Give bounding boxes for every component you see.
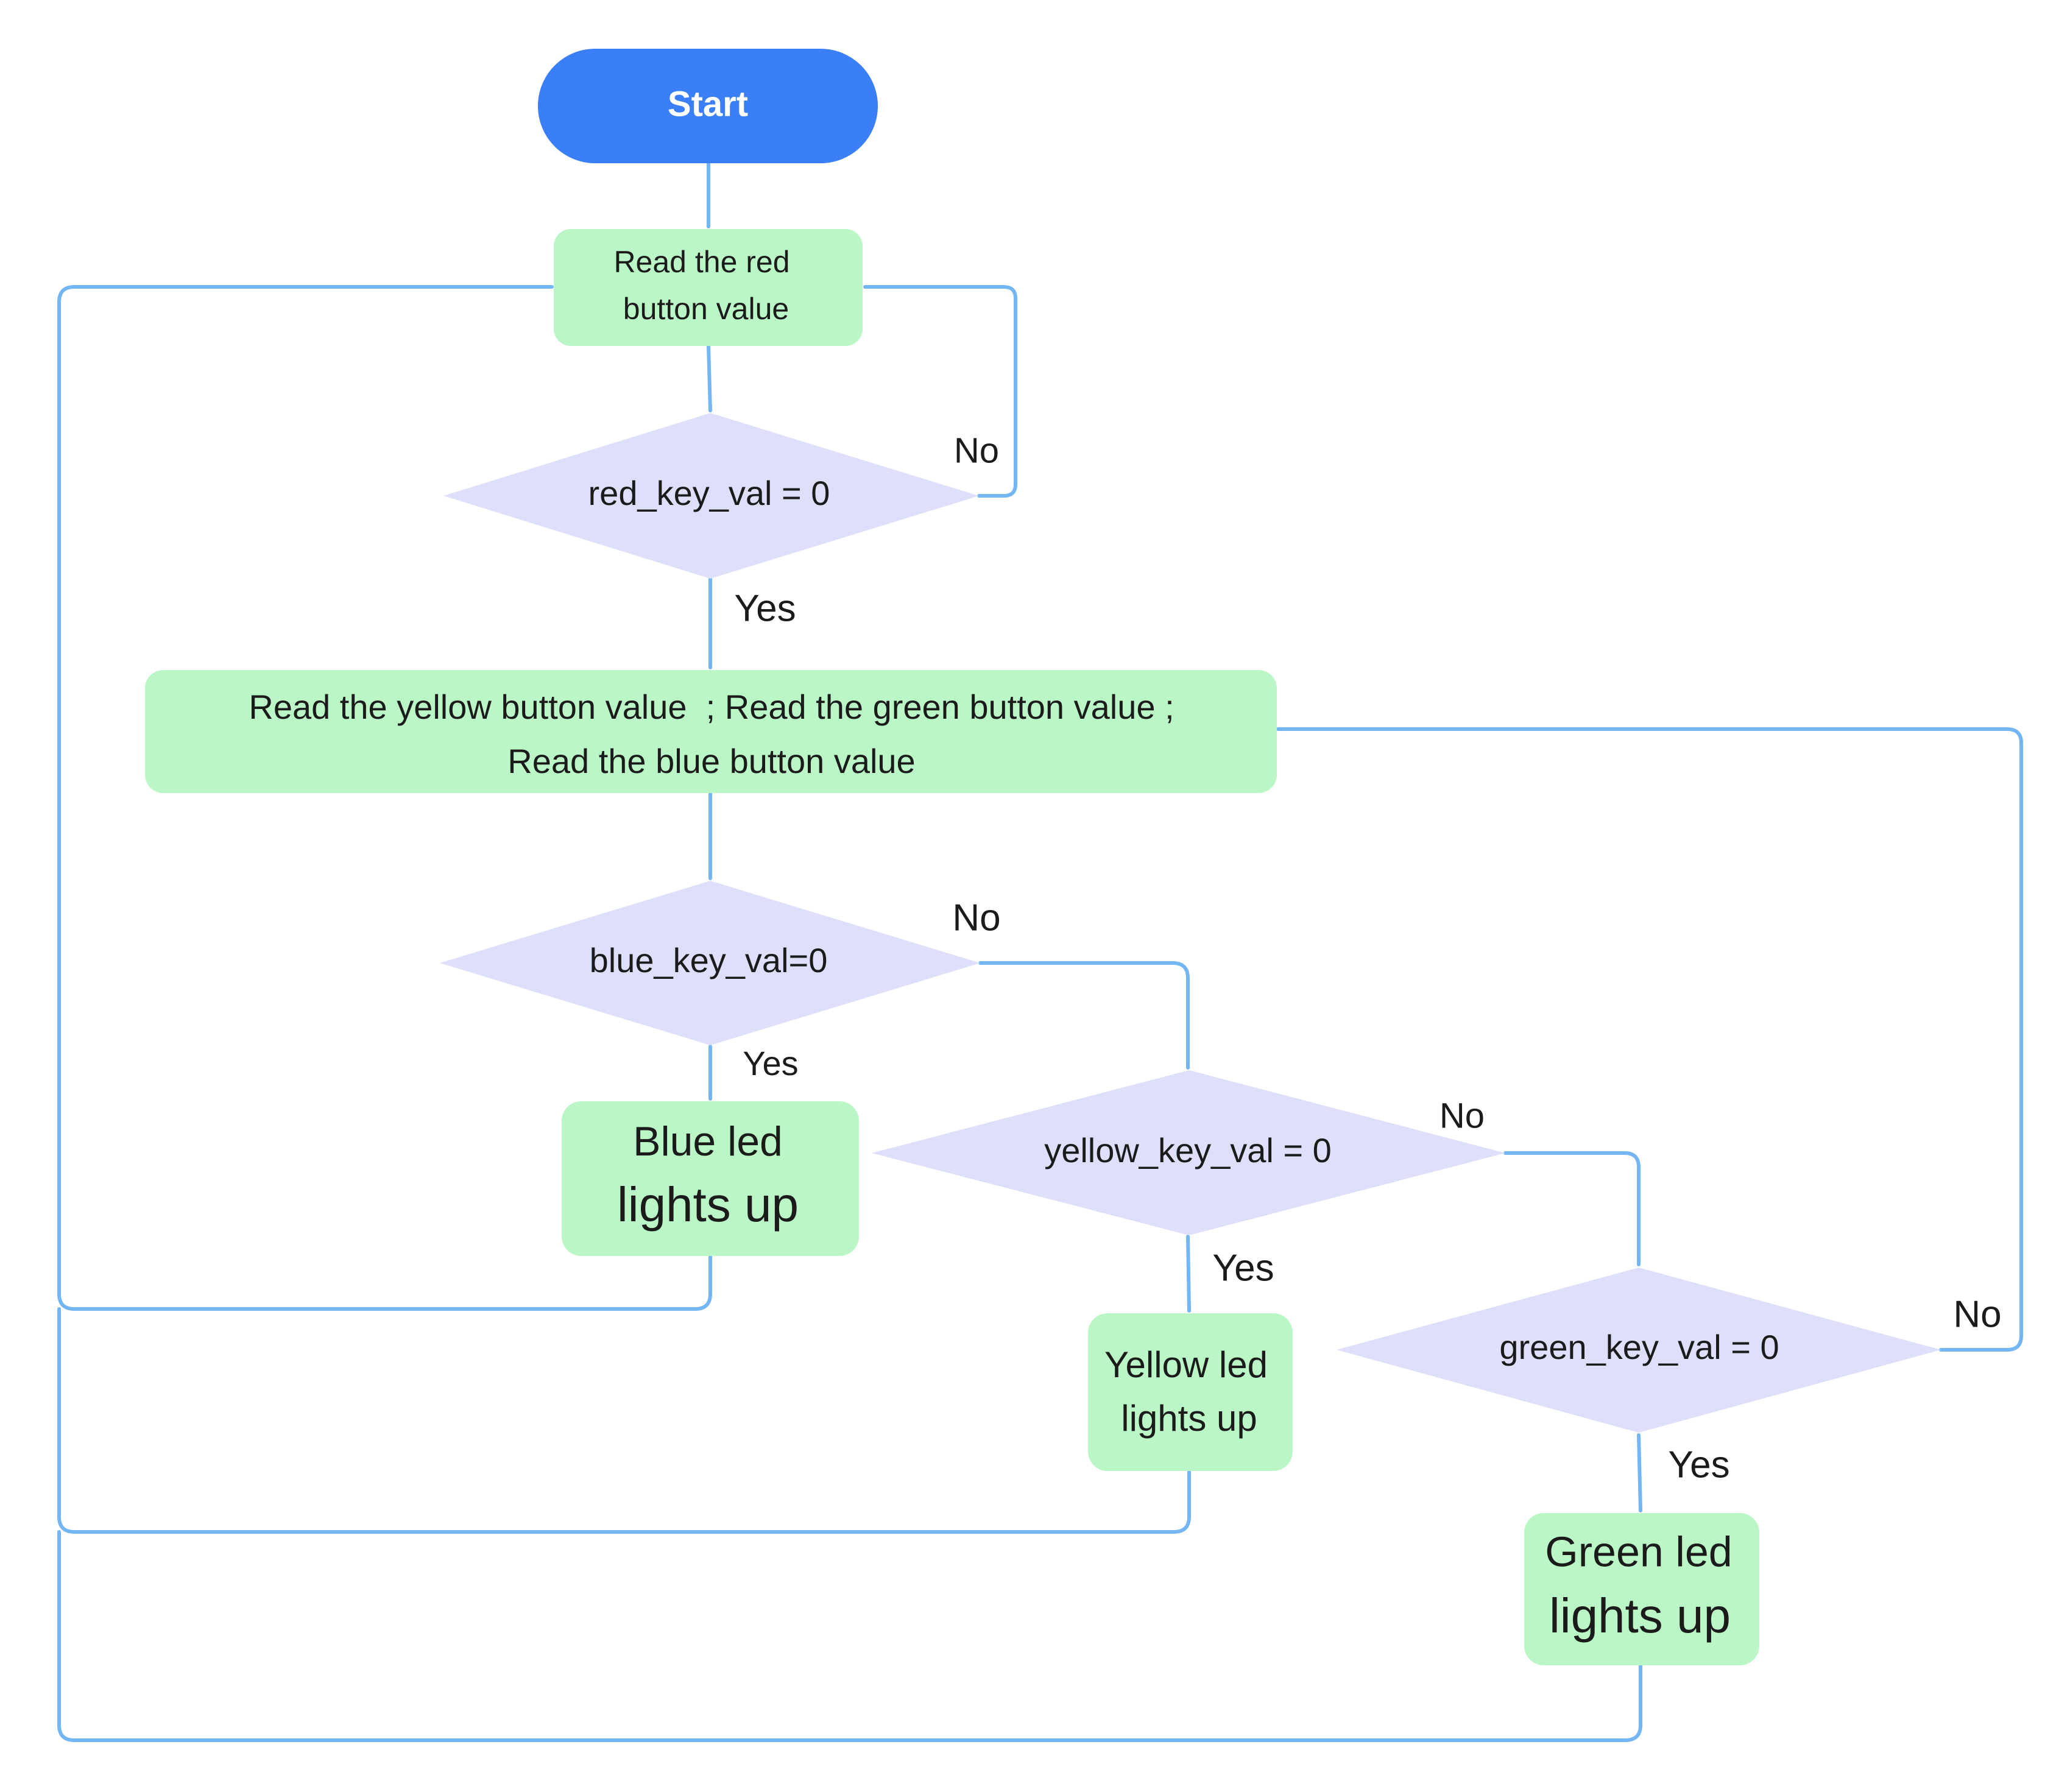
decision-green: green_key_val = 0 xyxy=(1337,1268,1941,1433)
read-red-box xyxy=(554,229,863,346)
edge-blue-led-return xyxy=(57,284,712,1311)
start-label: Start xyxy=(668,84,748,124)
yellow-led-line-1: Yellow led xyxy=(1104,1344,1268,1385)
process-blue-led: Blue led lights up xyxy=(562,1101,859,1256)
start-node: Start xyxy=(538,49,878,163)
edge-green-no-loop xyxy=(1276,727,2023,1352)
read-others-line-1: Read the yellow button value ; Read the … xyxy=(249,688,1174,726)
green-decision-label: green_key_val = 0 xyxy=(1499,1328,1779,1366)
blue-led-line-1: Blue led xyxy=(633,1118,783,1165)
blue-led-box xyxy=(562,1101,859,1256)
edge-read-red-to-red-decision xyxy=(707,344,713,412)
edge-yellow-no-to-green-decision xyxy=(1503,1151,1641,1266)
process-read-red: Read the red button value xyxy=(554,229,863,346)
label-green-no: No xyxy=(1953,1293,2001,1335)
yellow-decision-shape xyxy=(872,1070,1505,1235)
edge-labels: No Yes No Yes No Yes No Yes xyxy=(734,431,2001,1486)
start-shape xyxy=(538,49,878,163)
red-decision-label: red_key_val = 0 xyxy=(588,474,830,512)
yellow-led-line-2: lights up xyxy=(1121,1398,1257,1439)
process-read-others: Read the yellow button value ; Read the … xyxy=(145,670,1277,793)
label-blue-no: No xyxy=(952,897,1000,939)
label-red-no: No xyxy=(954,431,999,470)
edge-yellow-led-return xyxy=(57,1307,1191,1534)
yellow-decision-label: yellow_key_val = 0 xyxy=(1044,1131,1332,1169)
edge-green-yes-to-green-led xyxy=(1637,1433,1643,1512)
label-yellow-yes: Yes xyxy=(1212,1247,1274,1289)
green-led-box xyxy=(1524,1513,1759,1665)
blue-led-line-2: lights up xyxy=(617,1177,799,1232)
green-decision-shape xyxy=(1337,1268,1941,1433)
blue-decision-label: blue_key_val=0 xyxy=(590,941,828,979)
blue-decision-shape xyxy=(440,881,980,1045)
label-red-yes: Yes xyxy=(734,587,796,629)
green-led-line-2: lights up xyxy=(1549,1589,1731,1643)
edge-yellow-yes-to-yellow-led xyxy=(1186,1235,1192,1313)
red-decision-shape xyxy=(443,413,979,579)
decision-yellow: yellow_key_val = 0 xyxy=(872,1070,1505,1235)
yellow-led-box xyxy=(1088,1313,1293,1471)
read-others-line-2: Read the blue button value xyxy=(507,742,915,780)
label-green-yes: Yes xyxy=(1668,1444,1729,1486)
connectors xyxy=(57,161,2023,1742)
edge-red-no-loop xyxy=(863,284,1017,498)
read-red-line-1: Read the red xyxy=(613,245,789,279)
process-yellow-led: Yellow led lights up xyxy=(1088,1313,1293,1471)
label-blue-yes: Yes xyxy=(743,1044,798,1082)
process-green-led: Green led lights up xyxy=(1524,1513,1759,1665)
decision-blue: blue_key_val=0 xyxy=(440,881,980,1045)
decision-red: red_key_val = 0 xyxy=(443,413,979,579)
edge-green-led-return xyxy=(57,1530,1642,1742)
edge-blue-no-to-yellow-decision xyxy=(978,961,1190,1070)
green-led-line-1: Green led xyxy=(1545,1528,1732,1575)
label-yellow-no: No xyxy=(1439,1096,1485,1135)
read-red-line-2: button value xyxy=(623,292,789,326)
read-others-box xyxy=(145,670,1277,793)
